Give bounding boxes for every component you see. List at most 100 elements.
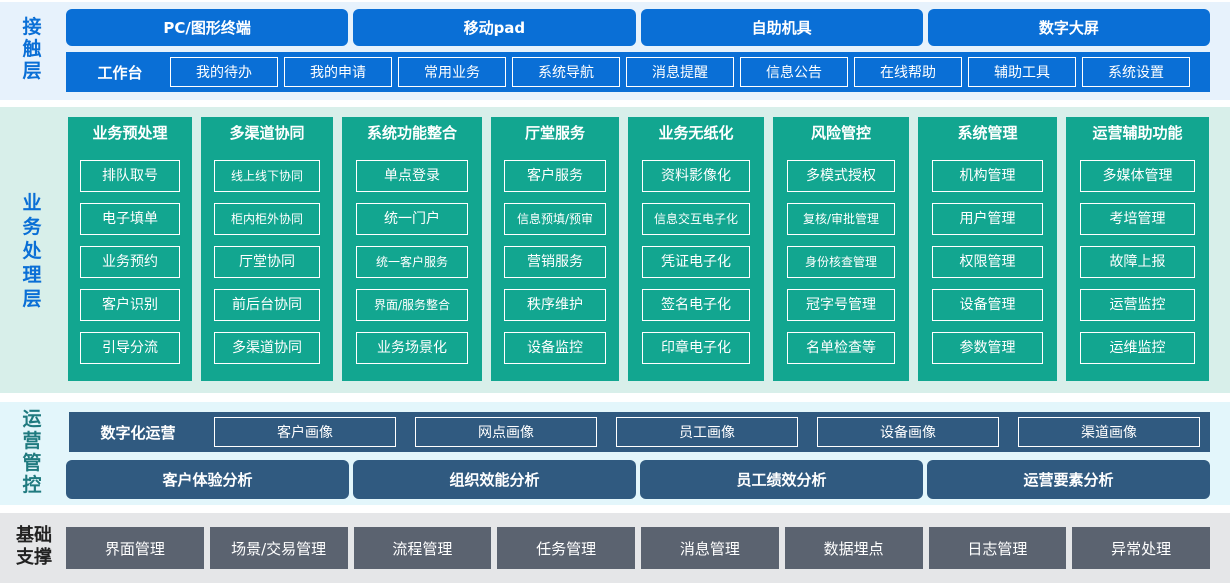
channel-pad: 移动pad: [353, 9, 636, 46]
business-column-title: 多渠道协同: [229, 124, 305, 142]
business-item: 单点登录: [356, 160, 468, 192]
business-item: 前后台协同: [214, 289, 320, 321]
digital-ops-item: 客户画像: [214, 417, 396, 447]
base-row: 界面管理 场景/交易管理 流程管理 任务管理 消息管理 数据埋点 日志管理 异常…: [66, 527, 1210, 569]
business-item: 名单检查等: [786, 332, 896, 364]
workbench-item: 我的申请: [284, 57, 392, 87]
business-item: 设备监控: [503, 332, 607, 364]
base-item: 异常处理: [1072, 527, 1210, 569]
business-column: 运营辅助功能多媒体管理考培管理故障上报运营监控运维监控: [1066, 117, 1209, 381]
base-item: 日志管理: [928, 527, 1067, 569]
base-item: 数据埋点: [784, 527, 923, 569]
business-column-title: 厅堂服务: [524, 124, 585, 142]
base-item: 任务管理: [497, 527, 635, 569]
business-item: 厅堂协同: [214, 246, 320, 278]
business-item: 机构管理: [931, 160, 1044, 192]
business-item: 多渠道协同: [214, 332, 320, 364]
analysis-item: 员工绩效分析: [640, 460, 923, 499]
business-item: 多媒体管理: [1080, 160, 1195, 192]
analysis-row: 客户体验分析 组织效能分析 员工绩效分析 运营要素分析: [66, 460, 1210, 499]
digital-ops-title: 数字化运营: [100, 423, 176, 442]
business-item: 统一门户: [356, 203, 468, 235]
ops-layer-label: 运营管控: [22, 408, 42, 496]
business-column: 风险管控多模式授权复核/审批管理身份核查管理冠字号管理名单检查等: [773, 117, 909, 381]
digital-ops-item: 员工画像: [616, 417, 798, 447]
business-column: 多渠道协同线上线下协同柜内柜外协同厅堂协同前后台协同多渠道协同: [201, 117, 333, 381]
base-item: 消息管理: [641, 527, 779, 569]
workbench-item: 消息提醒: [626, 57, 734, 87]
analysis-item: 运营要素分析: [927, 460, 1210, 499]
business-item: 营销服务: [503, 246, 607, 278]
base-item: 流程管理: [353, 527, 492, 569]
workbench-item: 在线帮助: [854, 57, 962, 87]
workbench-item: 辅助工具: [968, 57, 1076, 87]
base-item: 场景/交易管理: [209, 527, 348, 569]
channel-row: PC/图形终端 移动pad 自助机具 数字大屏: [66, 9, 1210, 46]
channel-big-screen: 数字大屏: [927, 9, 1210, 46]
business-column-title: 业务预处理: [92, 124, 168, 142]
business-item: 权限管理: [931, 246, 1044, 278]
digital-ops-bar: 数字化运营 客户画像 网点画像 员工画像 设备画像 渠道画像: [69, 412, 1210, 452]
business-item: 参数管理: [931, 332, 1044, 364]
analysis-item: 组织效能分析: [353, 460, 636, 499]
business-column: 业务预处理排队取号电子填单业务预约客户识别引导分流: [68, 117, 192, 381]
ops-layer: 运营管控 数字化运营 客户画像 网点画像 员工画像 设备画像 渠道画像 客户体验…: [0, 402, 1230, 505]
business-item: 客户识别: [80, 289, 180, 321]
business-item: 多模式授权: [786, 160, 896, 192]
business-item: 秩序维护: [503, 289, 607, 321]
business-item: 信息预填/预审: [503, 203, 607, 235]
business-item: 排队取号: [80, 160, 180, 192]
business-item: 柜内柜外协同: [214, 203, 320, 235]
business-item: 签名电子化: [641, 289, 751, 321]
business-item: 复核/审批管理: [786, 203, 896, 235]
channel-pc: PC/图形终端: [66, 9, 349, 46]
business-item: 资料影像化: [641, 160, 751, 192]
base-item: 界面管理: [66, 527, 204, 569]
business-column-title: 风险管控: [810, 124, 871, 142]
business-layer-label: 业务处理层: [22, 192, 42, 310]
business-item: 印章电子化: [641, 332, 751, 364]
channel-self-service: 自助机具: [640, 9, 923, 46]
digital-ops-item: 渠道画像: [1018, 417, 1200, 447]
contact-layer-label: 接触层: [22, 16, 42, 82]
business-item: 电子填单: [80, 203, 180, 235]
analysis-item: 客户体验分析: [66, 460, 349, 499]
business-item: 引导分流: [80, 332, 180, 364]
business-column-title: 业务无纸化: [658, 124, 734, 142]
digital-ops-item: 设备画像: [817, 417, 999, 447]
business-item: 用户管理: [931, 203, 1044, 235]
business-layer: 业务处理层 业务预处理排队取号电子填单业务预约客户识别引导分流多渠道协同线上线下…: [0, 107, 1230, 393]
business-column: 业务无纸化资料影像化信息交互电子化凭证电子化签名电子化印章电子化: [628, 117, 764, 381]
contact-layer: 接触层 PC/图形终端 移动pad 自助机具 数字大屏 工作台 我的待办 我的申…: [0, 2, 1230, 100]
business-item: 故障上报: [1080, 246, 1195, 278]
business-item: 冠字号管理: [786, 289, 896, 321]
business-item: 凭证电子化: [641, 246, 751, 278]
workbench-item: 常用业务: [398, 57, 506, 87]
base-layer: 基础支撑 界面管理 场景/交易管理 流程管理 任务管理 消息管理 数据埋点 日志…: [0, 513, 1230, 583]
business-item: 设备管理: [931, 289, 1044, 321]
business-item: 客户服务: [503, 160, 607, 192]
workbench-title: 工作台: [97, 63, 143, 82]
business-column-title: 系统管理: [957, 124, 1018, 142]
digital-ops-item: 网点画像: [415, 417, 597, 447]
business-item: 考培管理: [1080, 203, 1195, 235]
workbench-item: 信息公告: [740, 57, 848, 87]
business-column: 系统管理机构管理用户管理权限管理设备管理参数管理: [918, 117, 1057, 381]
workbench-item: 系统设置: [1082, 57, 1190, 87]
base-layer-label: 基础支撑: [16, 525, 52, 568]
workbench-bar: 工作台 我的待办 我的申请 常用业务 系统导航 消息提醒 信息公告 在线帮助 辅…: [66, 52, 1210, 92]
workbench-item: 系统导航: [512, 57, 620, 87]
business-item: 线上线下协同: [214, 160, 320, 192]
business-column: 系统功能整合单点登录统一门户统一客户服务界面/服务整合业务场景化: [342, 117, 482, 381]
business-item: 统一客户服务: [356, 246, 468, 278]
workbench-item: 我的待办: [170, 57, 278, 87]
business-column: 厅堂服务客户服务信息预填/预审营销服务秩序维护设备监控: [491, 117, 619, 381]
business-item: 运营监控: [1080, 289, 1195, 321]
business-item: 信息交互电子化: [641, 203, 751, 235]
business-item: 业务预约: [80, 246, 180, 278]
business-item: 界面/服务整合: [356, 289, 468, 321]
business-column-title: 运营辅助功能: [1092, 124, 1183, 142]
business-item: 业务场景化: [356, 332, 468, 364]
business-item: 身份核查管理: [786, 246, 896, 278]
business-item: 运维监控: [1080, 332, 1195, 364]
